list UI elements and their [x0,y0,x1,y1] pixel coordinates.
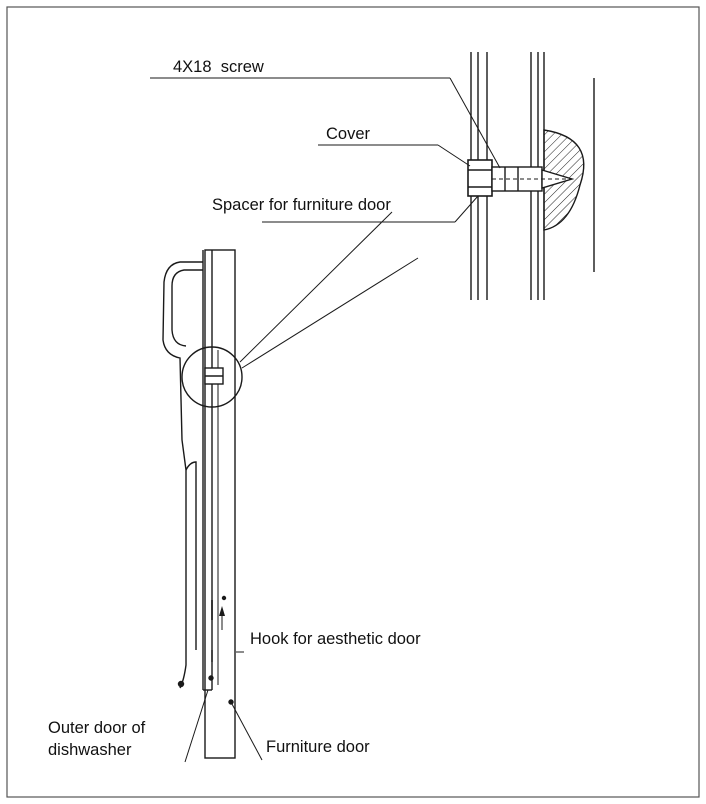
label-furniture-door: Furniture door [266,738,370,756]
detail-cover [467,159,493,197]
diagram-frame [6,6,700,798]
inner-door-contour [162,261,203,689]
furniture-door-panel [204,249,236,759]
detail-view [467,52,595,300]
label-cover: Cover [326,125,371,143]
label-hook: Hook for aesthetic door [250,630,421,648]
label-outer-door-line1: Outer door of [48,719,146,737]
label-spacer: Spacer for furniture door [212,196,391,214]
door-side-view [162,249,243,759]
detail-door-panels [470,52,595,300]
detail-circle [181,346,243,408]
label-outer-door-line2: dishwasher [48,741,132,759]
label-screw: 4X18 screw [173,58,264,76]
leader-lines [150,77,501,763]
